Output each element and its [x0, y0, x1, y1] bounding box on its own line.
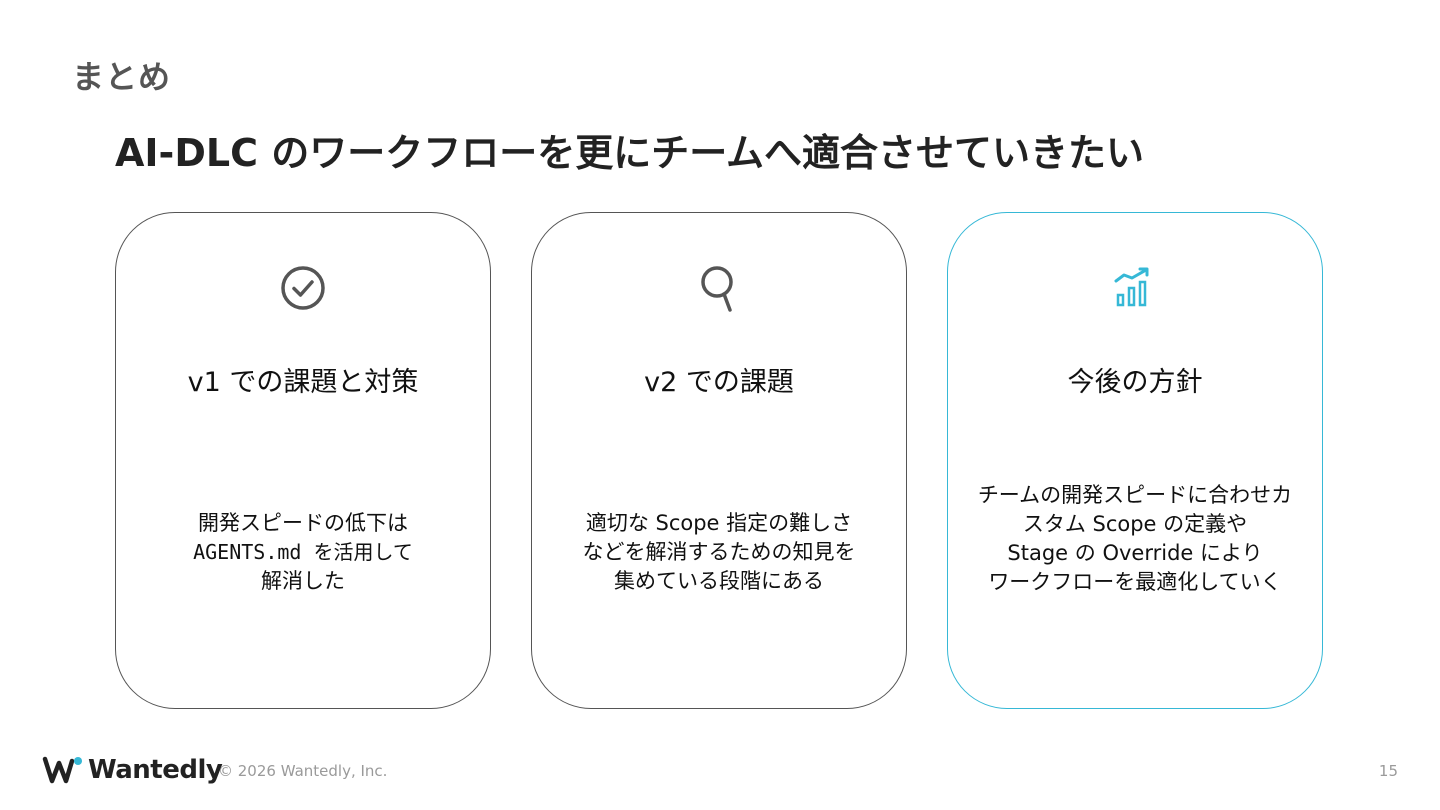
logo-wordmark: Wantedly [88, 755, 223, 785]
card-body-line: スタム Scope の定義や [1022, 512, 1248, 536]
card-body-line: Stage の Override により [1007, 541, 1263, 565]
card-row: v1 での課題と対策 開発スピードの低下は AGENTS.md を活用して 解消… [115, 212, 1326, 711]
copyright: © 2026 Wantedly, Inc. [218, 762, 388, 780]
wantedly-logo: Wantedly [42, 754, 223, 786]
search-icon [701, 266, 733, 312]
card-title: v2 での課題 [644, 367, 794, 398]
card-body-line: AGENTS.md を活用して [193, 540, 413, 564]
slide-headline: AI-DLC のワークフローを更にチームへ適合させていきたい [115, 131, 1145, 175]
card-v2-issues: v2 での課題 適切な Scope 指定の難しさ などを解消するための知見を 集… [531, 212, 907, 709]
card-body: 開発スピードの低下は AGENTS.md を活用して 解消した [130, 509, 476, 596]
section-label: まとめ [72, 58, 172, 96]
card-title: 今後の方針 [1067, 367, 1203, 398]
card-body: チームの開発スピードに合わせカ スタム Scope の定義や Stage の O… [962, 481, 1308, 597]
card-body-line: 集めている段階にある [614, 569, 824, 593]
card-body-line: ワークフローを最適化していく [988, 570, 1282, 594]
card-body-line: などを解消するための知見を [582, 540, 856, 564]
wantedly-mark-icon [42, 756, 82, 784]
page-number: 15 [1378, 762, 1398, 780]
card-v1-issues: v1 での課題と対策 開発スピードの低下は AGENTS.md を活用して 解消… [115, 212, 491, 709]
card-body-line: 解消した [261, 569, 345, 593]
card-title: v1 での課題と対策 [187, 367, 419, 398]
check-circle-icon [281, 266, 325, 310]
card-body-line: 適切な Scope 指定の難しさ [585, 511, 853, 535]
card-body: 適切な Scope 指定の難しさ などを解消するための知見を 集めている段階にあ… [546, 509, 892, 596]
card-future-plan: 今後の方針 チームの開発スピードに合わせカ スタム Scope の定義や Sta… [947, 212, 1323, 709]
card-body-line: チームの開発スピードに合わせカ [977, 483, 1293, 507]
card-body-line: 開発スピードの低下は [198, 511, 408, 535]
trending-chart-icon [1114, 267, 1149, 307]
